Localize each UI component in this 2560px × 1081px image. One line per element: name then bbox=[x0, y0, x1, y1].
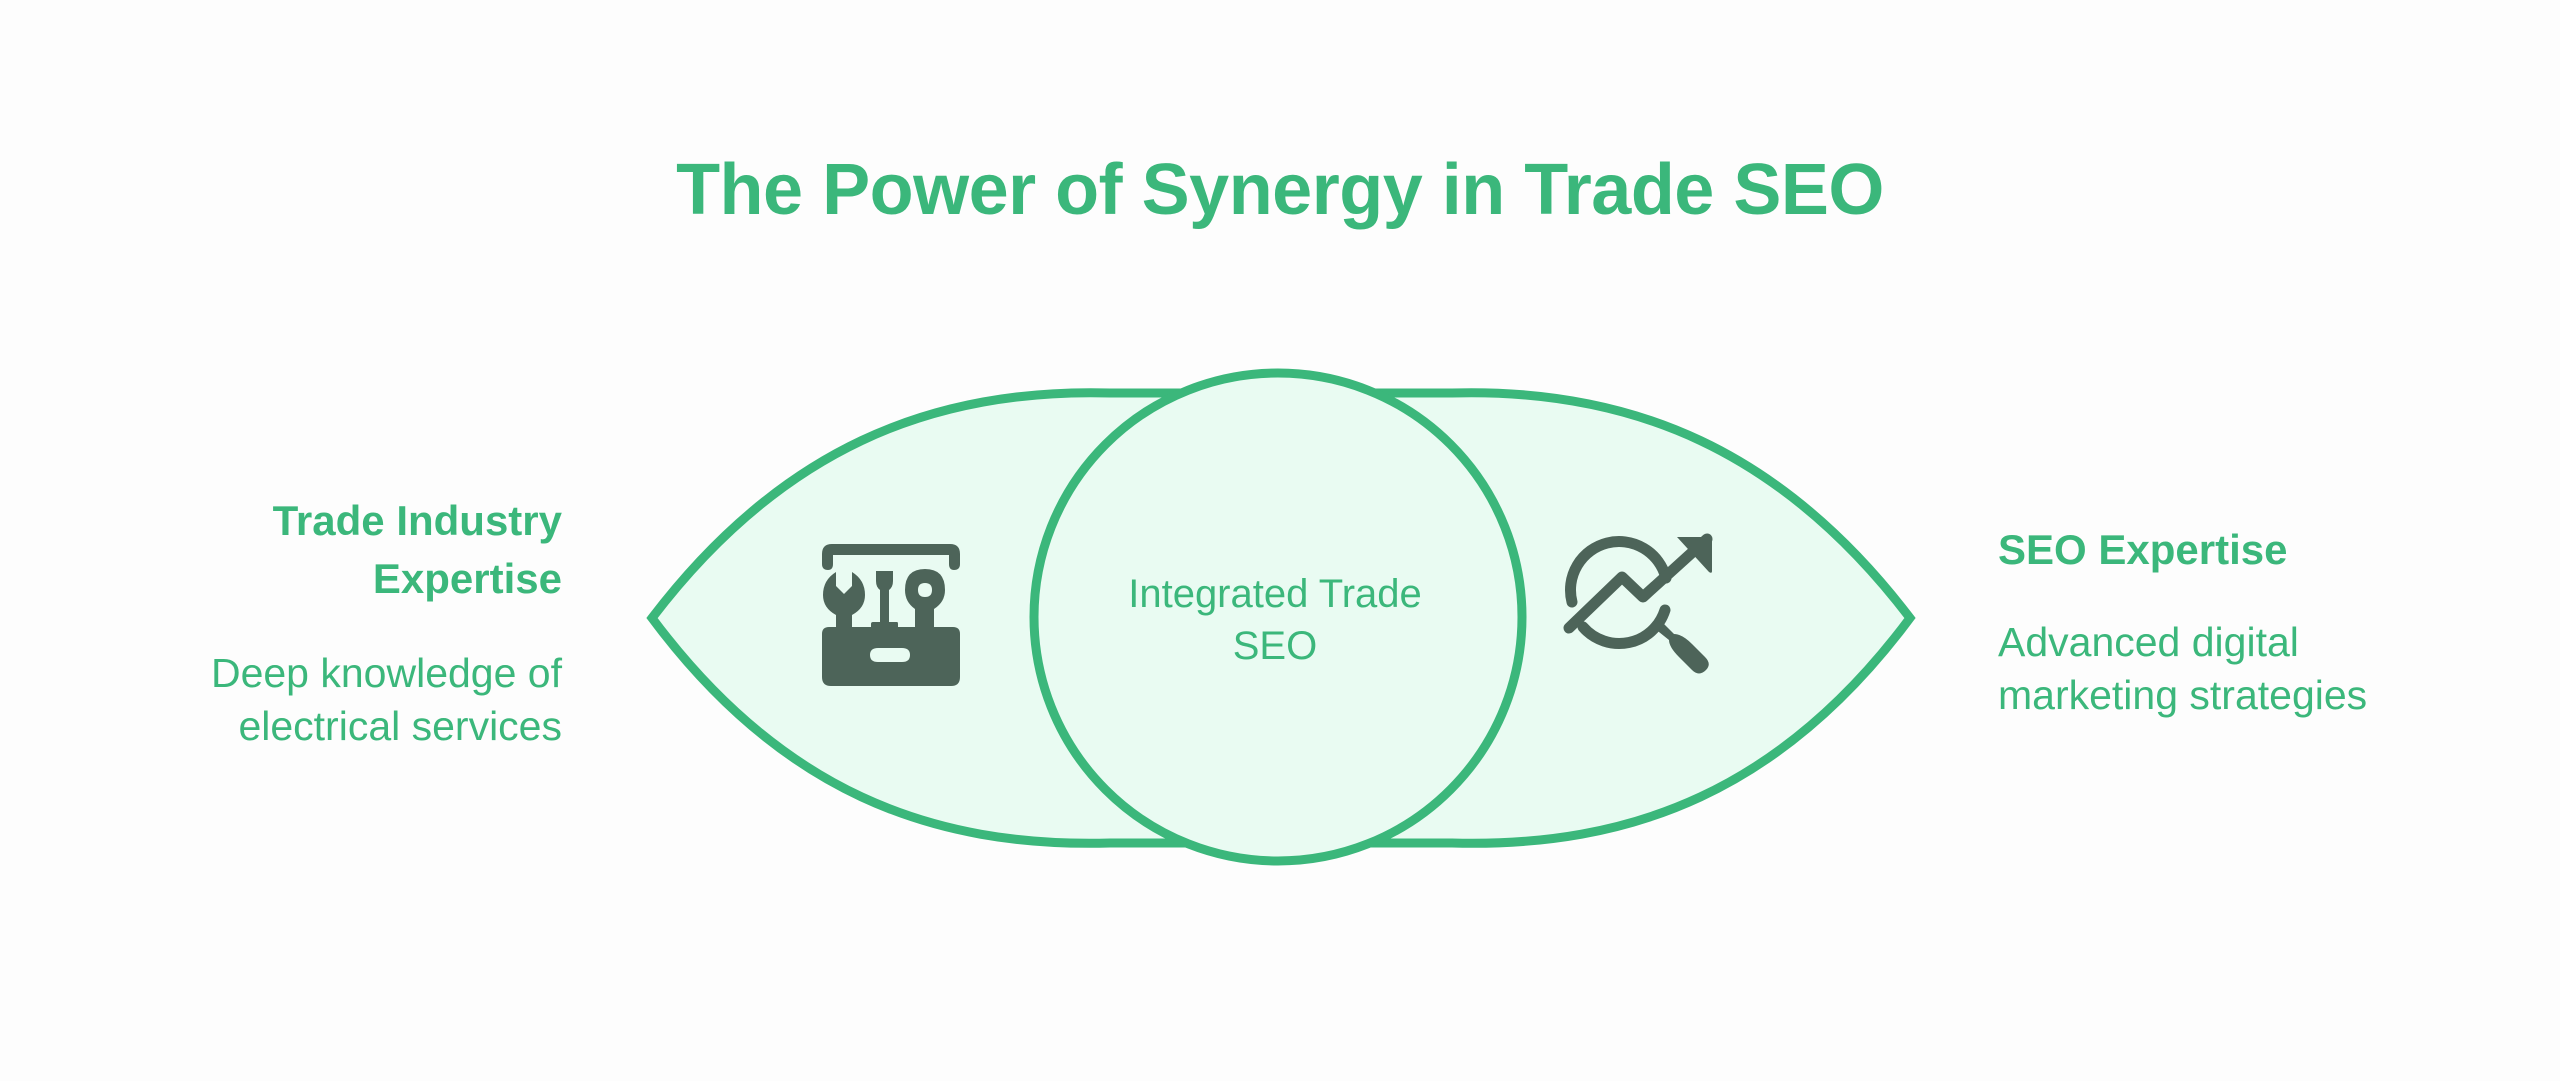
left-heading-line2: Expertise bbox=[372, 555, 562, 602]
right-heading: SEO Expertise bbox=[1998, 526, 2288, 573]
left-description: Deep knowledge of electrical services bbox=[211, 647, 562, 753]
right-desc-line2: marketing strategies bbox=[1998, 672, 2368, 718]
left-desc-line1: Deep knowledge of bbox=[210, 650, 562, 696]
center-label: Integrated Trade SEO bbox=[1075, 568, 1475, 672]
center-label-line1: Integrated Trade bbox=[1128, 572, 1422, 616]
right-desc-line1: Advanced digital bbox=[1998, 619, 2299, 665]
center-circle-shape bbox=[1029, 368, 1527, 866]
center-label-line2: SEO bbox=[1232, 624, 1318, 668]
toolbox-icon bbox=[822, 544, 960, 686]
page-title: The Power of Synergy in Trade SEO bbox=[676, 150, 1884, 230]
right-description: Advanced digital marketing strategies bbox=[1998, 616, 2367, 722]
left-desc-line2: electrical services bbox=[238, 703, 562, 749]
left-heading: Trade Industry Expertise bbox=[273, 492, 562, 608]
seo-analytics-icon bbox=[1563, 533, 1713, 674]
left-heading-line1: Trade Industry bbox=[272, 497, 562, 544]
